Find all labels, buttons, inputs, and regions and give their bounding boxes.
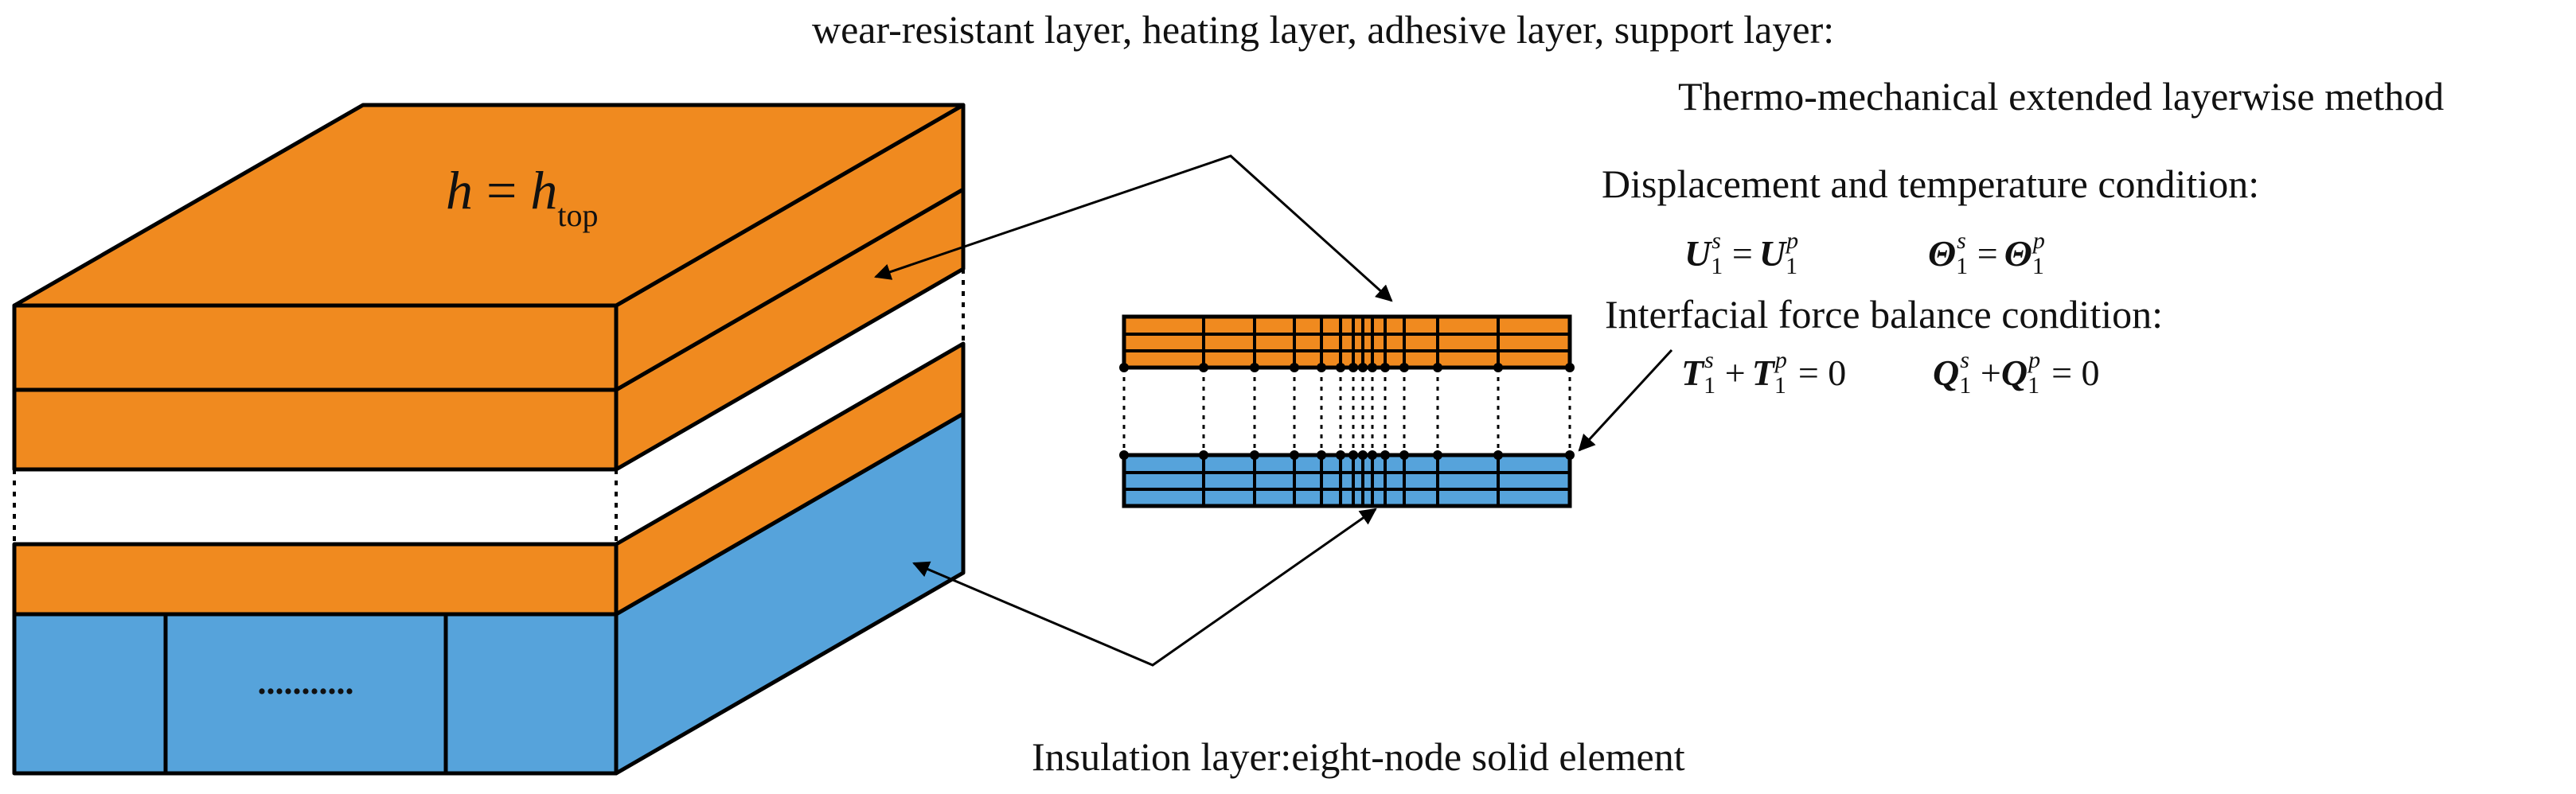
insulation-layer-front	[12, 612, 619, 776]
wear-resistant-layer-front	[12, 303, 619, 392]
lower-mesh-verticals	[1202, 455, 1500, 506]
heating-layer-front	[12, 387, 619, 472]
arrow-to-insulation-layer	[912, 508, 1377, 667]
temperature-equation: Θ1s=Θ1p	[1928, 228, 2045, 279]
top-face-equation: h = htop	[446, 160, 598, 233]
insulation-label: Insulation layer:eight-node solid elemen…	[1032, 734, 1685, 779]
traction-balance-equation: T1s+T1p= 0	[1681, 347, 1846, 399]
arrow-force-balance	[1578, 348, 1673, 452]
interface-nodes	[1119, 363, 1575, 460]
displacement-condition-label: Displacement and temperature condition:	[1602, 162, 2259, 206]
heat-flux-balance-equation: Q1s+Q1p= 0	[1933, 347, 2100, 399]
ellipsis-dots: ...........	[258, 663, 354, 702]
layered-block-3d	[12, 103, 966, 776]
force-condition-label: Interfacial force balance condition:	[1605, 292, 2163, 337]
arrow-to-orange-layers	[874, 154, 1393, 302]
top-face	[12, 103, 966, 308]
method-label: Thermo-mechanical extended layerwise met…	[1678, 74, 2444, 119]
support-layer-front	[12, 542, 619, 617]
lower-mesh	[1122, 453, 1572, 508]
displacement-equation: U1s=U1p	[1684, 228, 1798, 279]
upper-mesh-verticals	[1202, 317, 1500, 368]
interface-connectors	[1122, 368, 1571, 455]
pointer-arrows	[874, 154, 1673, 667]
support-layer-side	[614, 341, 966, 617]
top-layers-label: wear-resistant layer, heating layer, adh…	[812, 7, 1834, 52]
upper-mesh	[1122, 314, 1572, 370]
